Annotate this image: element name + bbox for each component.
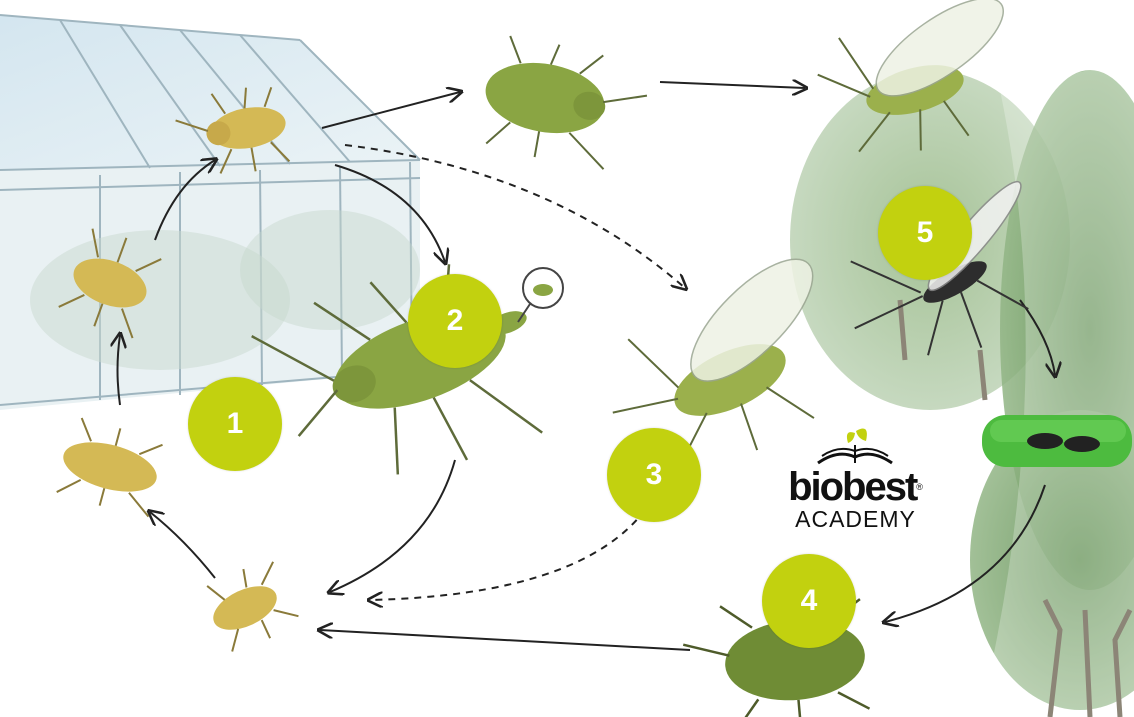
aphid-nymph-left-lower [53,416,168,519]
biobest-academy-logo: biobest® ACADEMY [778,423,933,533]
step-3-badge: 3 [607,428,701,522]
step-5-label: 5 [917,216,934,250]
aphid-adult-top [475,33,653,174]
step-3-label: 3 [646,458,663,492]
step-2-label: 2 [447,304,464,338]
step-1-badge: 1 [188,377,282,471]
aphid-nymph-bottom [199,556,302,656]
step-2-badge: 2 [408,274,502,368]
step-4-label: 4 [801,584,818,618]
logo-trademark: ® [916,482,923,492]
logo-subtitle: ACADEMY [778,507,933,531]
book-leaf-icon [778,423,933,471]
step-1-label: 1 [227,407,244,441]
step-5-badge: 5 [878,186,972,280]
logo-word: biobest [788,465,916,509]
eggs-on-leaf [982,415,1132,467]
step-4-badge: 4 [762,554,856,648]
logo-wordmark: biobest® [778,467,933,507]
